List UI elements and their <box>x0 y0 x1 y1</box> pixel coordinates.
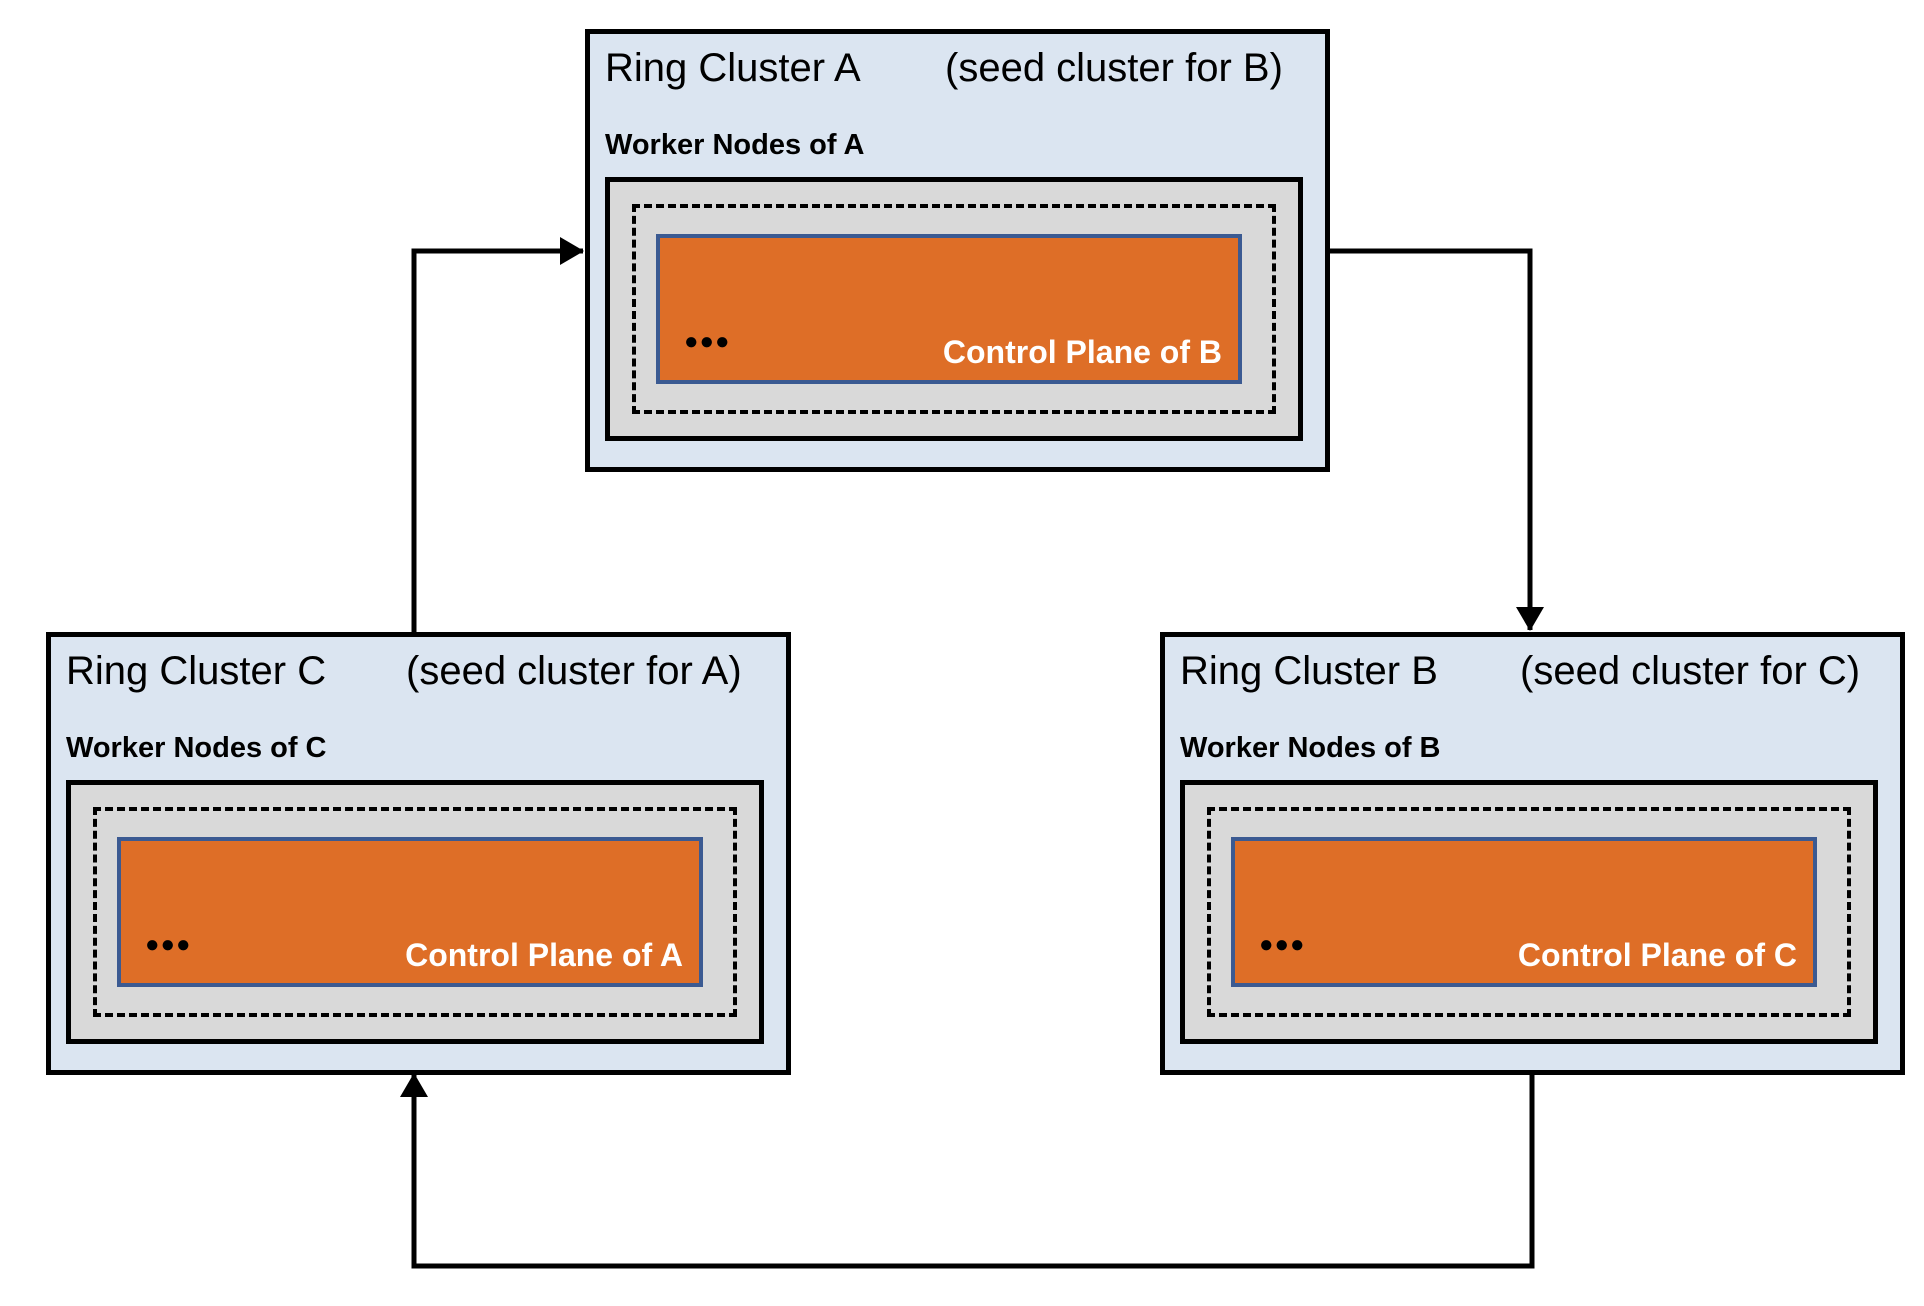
cluster-box-a: Ring Cluster A (seed cluster for B) Work… <box>585 29 1330 472</box>
cluster-a-worker-nodes-label: Worker Nodes of A <box>605 129 865 161</box>
cluster-a-ellipsis-dots: ●●● <box>684 328 731 355</box>
cluster-a-control-plane-box: ●●● Control Plane of B <box>656 234 1242 384</box>
cluster-b-control-plane-box: ●●● Control Plane of C <box>1231 837 1817 987</box>
cluster-a-worker-nodes-box: ●●● Control Plane of B <box>605 177 1303 441</box>
cluster-c-title: Ring Cluster C <box>66 649 327 693</box>
arrow-b-to-c <box>400 1071 1535 1269</box>
cluster-c-title-row: Ring Cluster C (seed cluster for A) <box>66 649 786 693</box>
cluster-b-worker-nodes-label: Worker Nodes of B <box>1180 732 1441 764</box>
cluster-a-dashed-boundary: ●●● Control Plane of B <box>632 204 1276 414</box>
cluster-b-title: Ring Cluster B <box>1180 649 1438 693</box>
cluster-c-subtitle: (seed cluster for A) <box>406 649 742 693</box>
cluster-c-control-plane-label: Control Plane of A <box>405 936 683 973</box>
cluster-a-title-row: Ring Cluster A (seed cluster for B) <box>605 46 1325 90</box>
cluster-b-ellipsis-dots: ●●● <box>1259 931 1306 958</box>
cluster-b-title-row: Ring Cluster B (seed cluster for C) <box>1180 649 1900 693</box>
cluster-c-worker-nodes-label: Worker Nodes of C <box>66 732 327 764</box>
cluster-c-dashed-boundary: ●●● Control Plane of A <box>93 807 737 1017</box>
cluster-a-control-plane-label: Control Plane of B <box>942 333 1222 370</box>
cluster-b-control-plane-label: Control Plane of C <box>1517 936 1797 973</box>
cluster-b-dashed-boundary: ●●● Control Plane of C <box>1207 807 1851 1017</box>
cluster-box-c: Ring Cluster C (seed cluster for A) Work… <box>46 632 791 1075</box>
cluster-a-subtitle: (seed cluster for B) <box>945 46 1283 90</box>
cluster-b-subtitle: (seed cluster for C) <box>1520 649 1861 693</box>
cluster-b-worker-nodes-box: ●●● Control Plane of C <box>1180 780 1878 1044</box>
arrow-a-to-b <box>1327 248 1544 631</box>
cluster-c-ellipsis-dots: ●●● <box>145 931 192 958</box>
arrow-c-to-a <box>411 237 584 634</box>
cluster-a-title: Ring Cluster A <box>605 46 861 90</box>
cluster-box-b: Ring Cluster B (seed cluster for C) Work… <box>1160 632 1905 1075</box>
cluster-c-control-plane-box: ●●● Control Plane of A <box>117 837 703 987</box>
cluster-c-worker-nodes-box: ●●● Control Plane of A <box>66 780 764 1044</box>
